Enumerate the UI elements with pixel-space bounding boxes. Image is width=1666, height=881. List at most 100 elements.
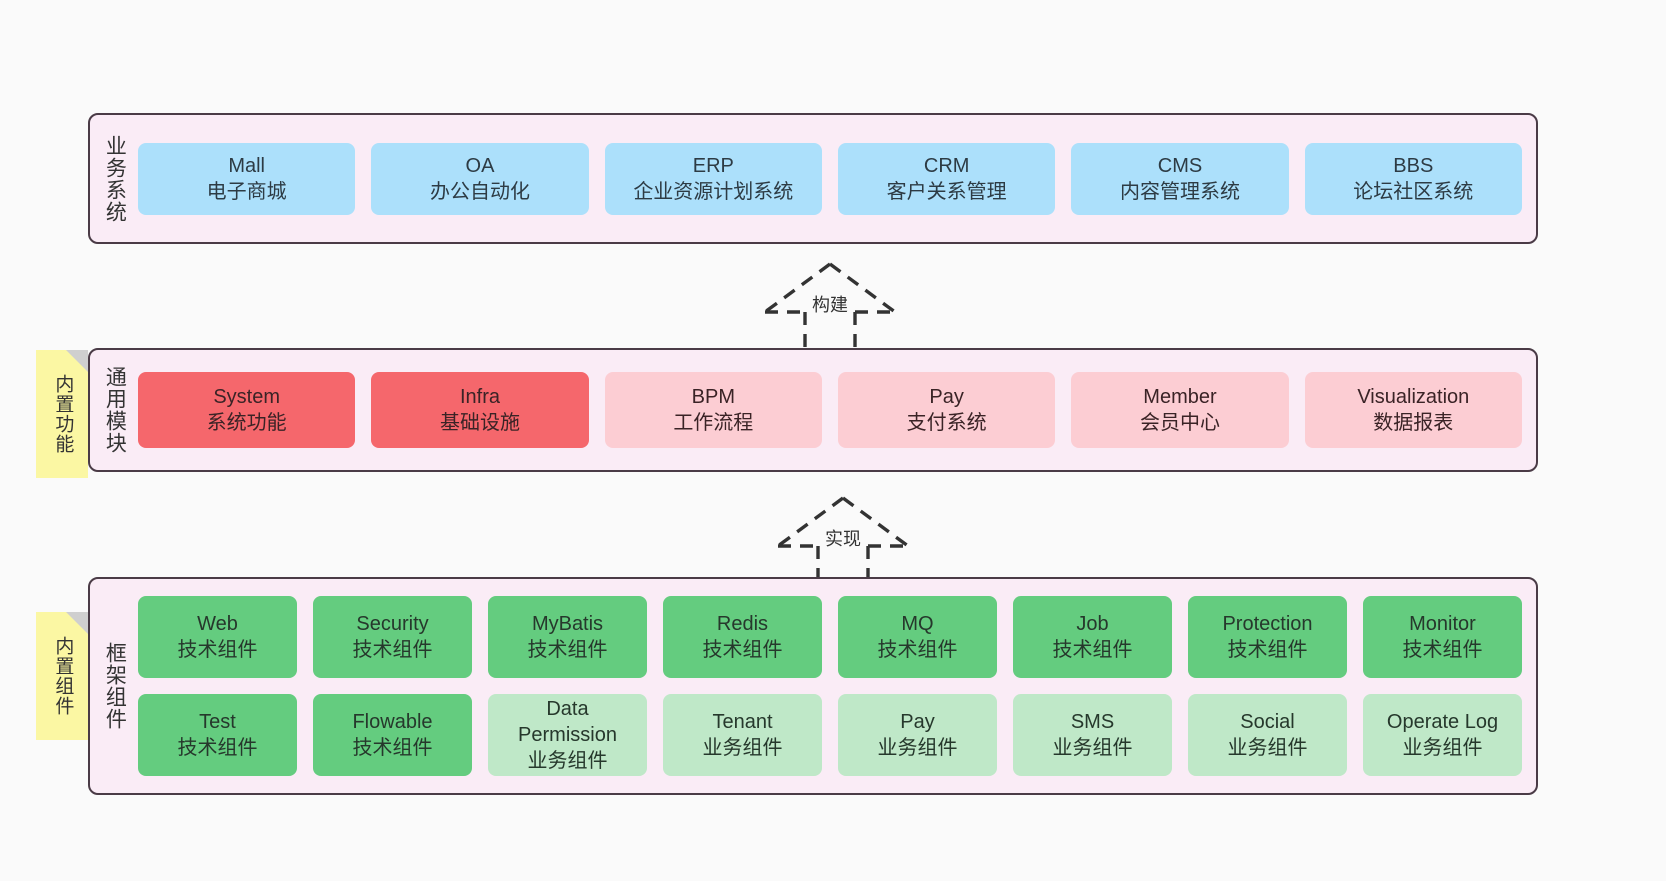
- component-card[interactable]: Flowable 技术组件: [313, 694, 472, 776]
- component-card[interactable]: Job 技术组件: [1013, 596, 1172, 678]
- component-card-subtitle: 基础设施: [439, 412, 520, 434]
- component-card-title: MyBatis: [531, 613, 604, 635]
- component-card-subtitle: 内容管理系统: [1119, 180, 1240, 203]
- note-builtin-features-label: 内置功能: [52, 374, 74, 454]
- component-card[interactable]: Monitor 技术组件: [1363, 596, 1522, 678]
- component-card-subtitle: 数据报表: [1373, 412, 1454, 434]
- connector-build-label: 构建: [812, 295, 848, 315]
- layer-business-systems-label: 业务系统: [103, 134, 127, 223]
- connector-implement-label: 实现: [825, 529, 861, 549]
- component-card[interactable]: Protection 技术组件: [1188, 596, 1347, 678]
- component-card-title: BBS: [1393, 154, 1434, 177]
- component-card-subtitle: 业务组件: [527, 750, 608, 772]
- component-card-subtitle: 技术组件: [177, 639, 258, 661]
- component-card-title: CRM: [923, 154, 970, 177]
- component-card-subtitle: 业务组件: [1402, 737, 1483, 759]
- component-card-subtitle: 支付系统: [906, 412, 987, 434]
- component-card-title: Member: [1143, 386, 1217, 408]
- component-card-title: Infra: [459, 386, 500, 408]
- note-builtin-components: 内置组件: [36, 612, 88, 740]
- component-card-title: Data Permission: [518, 698, 617, 746]
- component-card[interactable]: MQ 技术组件: [838, 596, 997, 678]
- layer-common-modules-label: 通用模块: [103, 366, 127, 454]
- component-card[interactable]: MyBatis 技术组件: [488, 596, 647, 678]
- component-card-subtitle: 电子商城: [206, 180, 287, 203]
- component-card-title: Visualization: [1357, 386, 1470, 408]
- component-card[interactable]: Social 业务组件: [1188, 694, 1347, 776]
- component-card-subtitle: 技术组件: [702, 639, 783, 661]
- component-card-subtitle: 会员中心: [1139, 412, 1220, 434]
- component-card-title: Test: [199, 711, 236, 733]
- component-card[interactable]: Mall 电子商城: [138, 142, 356, 215]
- component-card-subtitle: 客户关系管理: [886, 180, 1007, 203]
- component-card-title: Protection: [1222, 613, 1313, 635]
- component-card-title: Mall: [228, 154, 265, 177]
- note-builtin-features: 内置功能: [36, 350, 88, 478]
- component-card-subtitle: 工作流程: [673, 412, 754, 434]
- component-card[interactable]: Data Permission 业务组件: [488, 694, 647, 776]
- component-card-title: Web: [197, 613, 238, 635]
- component-card[interactable]: CRM 客户关系管理: [837, 142, 1056, 215]
- component-card-title: Flowable: [352, 711, 433, 733]
- connector-implement-arrow-icon: [776, 496, 910, 582]
- component-card-title: System: [213, 386, 280, 408]
- component-card[interactable]: Pay 支付系统: [837, 372, 1056, 448]
- component-card[interactable]: Infra 基础设施: [371, 372, 589, 448]
- layer-framework-components-label: 框架组件: [103, 642, 127, 730]
- connector-build-arrow-icon: [763, 262, 897, 348]
- component-card[interactable]: Visualization 数据报表: [1304, 372, 1522, 448]
- component-card-subtitle: 技术组件: [352, 737, 433, 759]
- component-card-title: OA: [465, 154, 495, 177]
- component-card-subtitle: 技术组件: [1402, 639, 1483, 661]
- component-card[interactable]: Member 会员中心: [1071, 372, 1289, 448]
- connector-build: 构建: [755, 258, 905, 348]
- component-card-subtitle: 业务组件: [877, 737, 958, 759]
- component-card-title: Operate Log: [1386, 711, 1499, 733]
- component-card-title: Tenant: [712, 711, 773, 733]
- component-card-subtitle: 论坛社区系统: [1353, 180, 1474, 203]
- component-card-title: ERP: [692, 154, 734, 177]
- component-card-subtitle: 技术组件: [177, 737, 258, 759]
- component-card-subtitle: 企业资源计划系统: [633, 180, 794, 203]
- component-card-title: MQ: [901, 613, 934, 635]
- component-card[interactable]: Web 技术组件: [138, 596, 297, 678]
- component-card-title: SMS: [1070, 711, 1115, 733]
- component-card[interactable]: Tenant 业务组件: [663, 694, 822, 776]
- component-card-subtitle: 系统功能: [206, 412, 287, 434]
- component-card[interactable]: Test 技术组件: [138, 694, 297, 776]
- component-card-title: Security: [356, 613, 429, 635]
- component-card[interactable]: SMS 业务组件: [1013, 694, 1172, 776]
- component-card[interactable]: Operate Log 业务组件: [1363, 694, 1522, 776]
- component-card-title: Social: [1240, 711, 1295, 733]
- component-card-title: Job: [1076, 613, 1109, 635]
- connector-implement: 实现: [768, 492, 918, 582]
- component-card-subtitle: 技术组件: [1227, 639, 1308, 661]
- component-card-subtitle: 技术组件: [527, 639, 608, 661]
- component-card-subtitle: 业务组件: [1227, 737, 1308, 759]
- component-card[interactable]: System 系统功能: [138, 372, 356, 448]
- component-card[interactable]: BBS 论坛社区系统: [1304, 142, 1522, 215]
- component-card-title: Pay: [929, 386, 964, 408]
- component-card-subtitle: 技术组件: [1052, 639, 1133, 661]
- component-card-subtitle: 业务组件: [1052, 737, 1133, 759]
- component-card-title: Monitor: [1409, 613, 1476, 635]
- component-card-subtitle: 技术组件: [877, 639, 958, 661]
- component-card[interactable]: ERP 企业资源计划系统: [604, 142, 822, 215]
- component-card-subtitle: 业务组件: [702, 737, 783, 759]
